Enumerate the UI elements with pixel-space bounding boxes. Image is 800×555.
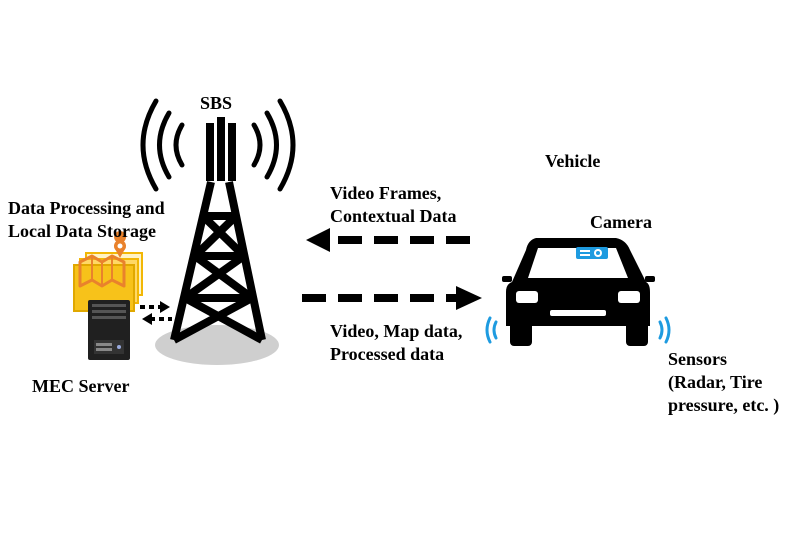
radio-wave-icon	[140, 98, 296, 192]
sensors-line-1: Sensors	[668, 349, 728, 369]
car-icon	[502, 238, 655, 346]
camera-label: Camera	[590, 212, 652, 232]
vehicle-label: Vehicle	[545, 151, 601, 171]
data-processing-line-1: Data Processing and	[8, 198, 165, 218]
server-link-arrows	[140, 301, 172, 325]
sbs-label: SBS	[200, 93, 233, 113]
data-processing-label: Data Processing and Local Data Storage	[8, 197, 165, 243]
server-icon	[88, 300, 130, 360]
projector-camera-icon	[576, 247, 608, 259]
uplink-label: Video Frames, Contextual Data	[330, 182, 457, 228]
downlink-line-2: Processed data	[330, 344, 445, 364]
uplink-line-2: Contextual Data	[330, 206, 457, 226]
sensors-line-3: pressure, etc. )	[668, 395, 780, 415]
downlink-label: Video, Map data, Processed data	[330, 320, 462, 366]
sensor-wave-icon	[485, 316, 671, 344]
cell-tower-icon	[170, 117, 266, 344]
uplink-line-1: Video Frames,	[330, 183, 442, 203]
sensors-line-2: (Radar, Tire	[668, 372, 763, 392]
data-processing-line-2: Local Data Storage	[8, 221, 156, 241]
sensors-label: Sensors (Radar, Tire pressure, etc. )	[668, 348, 779, 417]
downlink-line-1: Video, Map data,	[330, 321, 463, 341]
uplink-arrow	[306, 228, 470, 252]
mec-server-label: MEC Server	[32, 376, 130, 396]
map-folder-icon	[73, 231, 143, 312]
downlink-arrow	[302, 286, 482, 310]
